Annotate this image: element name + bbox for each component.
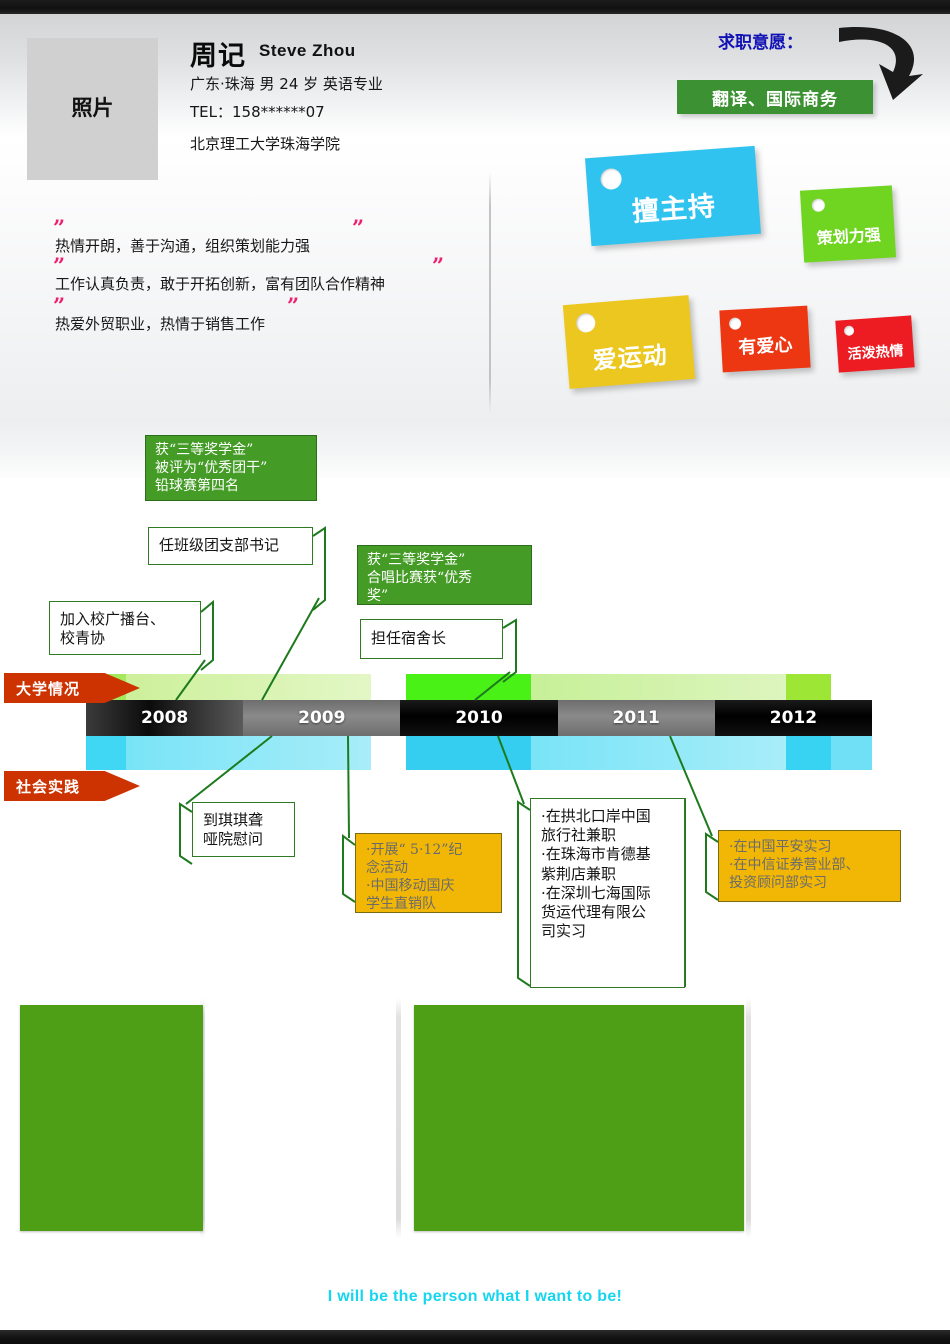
job-intention-label: 求职意愿： [718, 33, 803, 53]
sticky-note-label: 策划力强 [816, 225, 882, 248]
sticky-note-label: 活泼热情 [847, 343, 905, 363]
callout-part-time-jobs: ·在拱北口岸中国 旅行社兼职 ·在珠海市肯德基 紫荆店兼职 ·在深圳七海国际 货… [530, 798, 685, 988]
quote-line: ” 热情开朗，善于沟通，组织策划能力强 ” [53, 217, 364, 256]
bottom-image-placeholder-right [414, 1005, 744, 1231]
job-intention-value: 翻译、国际商务 [677, 80, 873, 114]
top-decorative-bar [0, 0, 950, 14]
quote-text: 热爱外贸职业，热情于销售工作 [55, 315, 266, 333]
footer-quote: I will be the person what I want to be! [327, 1288, 623, 1305]
timeline-cyan-band [86, 732, 872, 770]
quote-line: ” 工作认真负责，敢于开拓创新，富有团队合作精神 ” [53, 255, 444, 294]
callout-branch-secretary: 任班级团支部书记 [148, 527, 313, 565]
timeline-year-2012: 2012 [714, 700, 873, 736]
callout-internships: ·在中国平安实习 ·在中信证券营业部、 投资顾问部实习 [718, 830, 901, 902]
quote-open-icon: ” [53, 253, 66, 278]
sticky-note-lively: 活泼热情 [835, 315, 915, 373]
photo-placeholder-label: 照片 [71, 96, 114, 121]
personal-info-line: 广东·珠海 男 24 岁 英语专业 [190, 75, 383, 93]
sticky-note-label: 有爱心 [737, 334, 793, 359]
timeline-year-2008: 2008 [86, 700, 244, 736]
quote-text: 工作认真负责，敢于开拓创新，富有团队合作精神 [55, 275, 386, 293]
name-english: Steve Zhou [259, 41, 356, 60]
sticky-note-caring: 有爱心 [719, 305, 811, 373]
sticky-note-label: 爱运动 [591, 340, 669, 375]
quote-text: 热情开朗，善于沟通，组织策划能力强 [55, 237, 311, 255]
bottom-image-placeholder-left [20, 1005, 203, 1231]
section-divider [489, 172, 491, 414]
curved-arrow-icon [839, 27, 923, 101]
phone-line: TEL：158******07 [190, 103, 325, 121]
punch-hole-icon [575, 312, 597, 334]
quote-close-icon: ” [352, 215, 365, 240]
page-title: 周记 [190, 41, 246, 72]
sticky-note-host: 擅主持 [585, 145, 761, 247]
timeline-year-2009: 2009 [243, 700, 401, 736]
callout-award-2010: 获“三等奖学金” 合唱比赛获“优秀 奖” [357, 545, 532, 605]
callout-award-2008: 获“三等奖学金” 被评为“优秀团干” 铅球赛第四名 [145, 435, 317, 501]
callout-dorm-leader: 担任宿舍长 [360, 619, 503, 659]
sticky-note-label: 擅主持 [630, 190, 718, 228]
callout-school-visit: 到琪琪聋 哑院慰问 [192, 802, 295, 857]
sticky-note-sports: 爱运动 [562, 295, 696, 389]
quote-open-icon: ” [53, 215, 66, 240]
bottom-divider [746, 998, 751, 1238]
punch-hole-icon [811, 198, 826, 213]
university-line: 北京理工大学珠海学院 [190, 135, 341, 153]
timeline-bar: 2008 2009 2010 2011 2012 [86, 700, 873, 736]
profile-background [0, 138, 950, 428]
timeline-tag-social: 社会实践 [4, 771, 140, 801]
header-background [0, 14, 950, 138]
punch-hole-icon [728, 317, 742, 330]
bottom-divider [396, 998, 401, 1238]
bottom-decorative-bar [0, 1330, 950, 1344]
sticky-note-planning: 策划力强 [799, 185, 897, 263]
punch-hole-icon [843, 325, 855, 337]
mid-background [0, 420, 950, 478]
callout-radio-station: 加入校广播台、 校青协 [49, 601, 201, 655]
callout-volunteer: ·开展“ 5·12”纪 念活动 ·中国移动国庆 学生直销队 [355, 833, 502, 913]
punch-hole-icon [599, 167, 623, 191]
timeline-year-2011: 2011 [557, 700, 715, 736]
timeline-year-2010: 2010 [400, 700, 558, 736]
quote-close-icon: ” [432, 253, 445, 278]
quote-line: ” 热爱外贸职业，热情于销售工作 ” [53, 295, 299, 334]
photo-placeholder: 照片 [27, 38, 158, 180]
quote-open-icon: ” [53, 293, 66, 318]
quote-close-icon: ” [287, 293, 300, 318]
